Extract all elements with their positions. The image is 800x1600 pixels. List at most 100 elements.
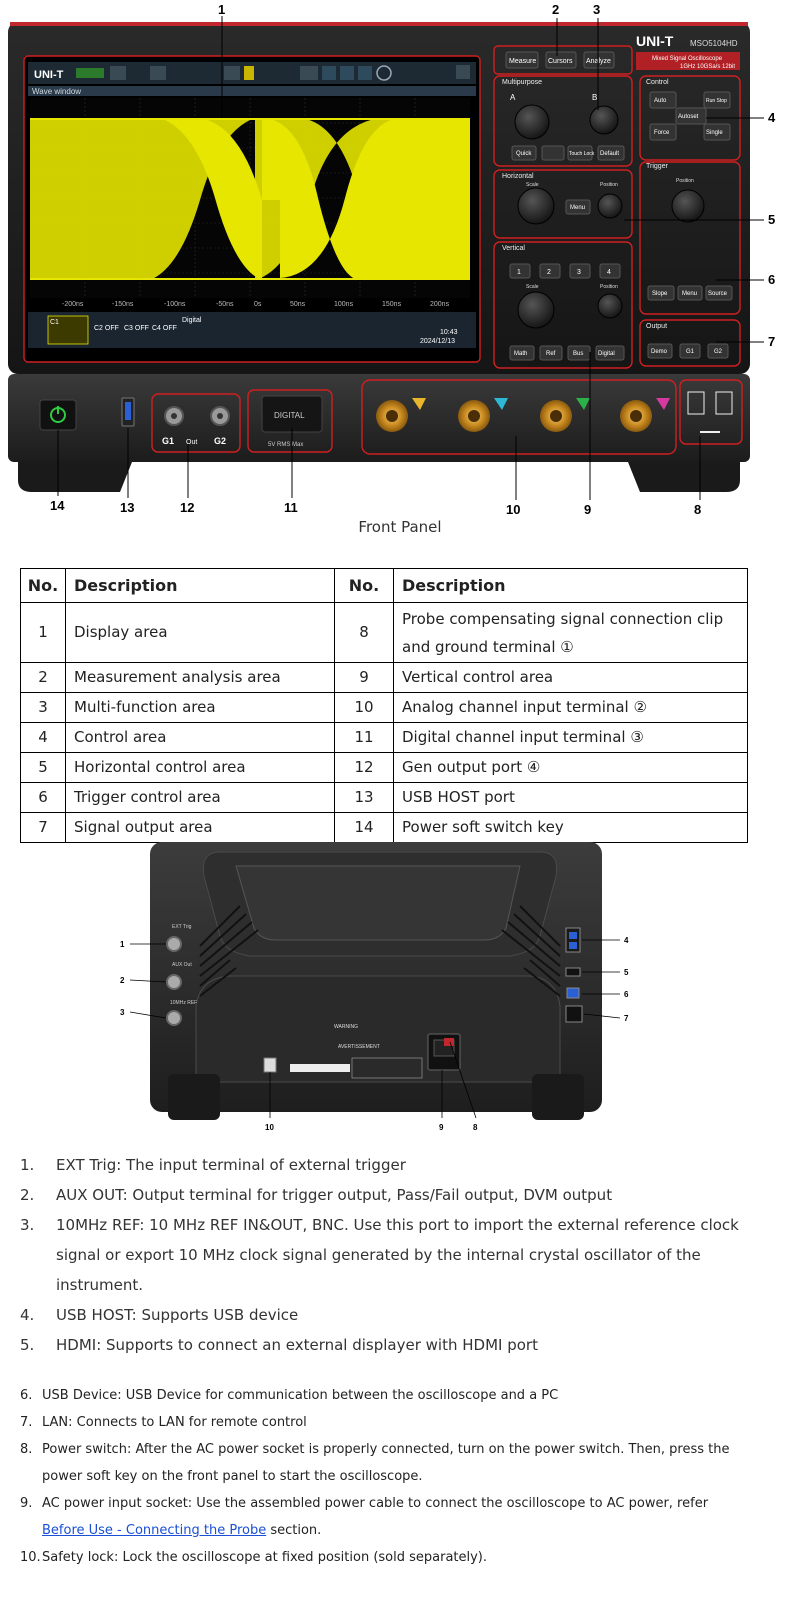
x-axis-ticks: -200ns -150ns -100ns -50ns 0s 50ns 100ns… bbox=[62, 301, 450, 308]
svg-text:Position: Position bbox=[600, 284, 618, 290]
svg-text:-50ns: -50ns bbox=[216, 301, 234, 308]
table-cell-description: Multi-function area bbox=[65, 692, 335, 723]
svg-text:Multipurpose: Multipurpose bbox=[502, 79, 542, 86]
svg-text:Digital: Digital bbox=[598, 351, 615, 357]
svg-text:Menu: Menu bbox=[570, 205, 585, 211]
rear-port-list-primary: 1.EXT Trig: The input terminal of extern… bbox=[0, 1150, 776, 1360]
svg-text:Force: Force bbox=[654, 130, 670, 136]
list-number: 7. bbox=[20, 1415, 33, 1430]
svg-text:Auto: Auto bbox=[654, 98, 667, 104]
svg-text:DIGITAL: DIGITAL bbox=[274, 411, 305, 420]
callout-9: 9 bbox=[584, 502, 592, 517]
table-cell-no: 10 bbox=[334, 692, 394, 723]
table-cell-no: 6 bbox=[20, 782, 66, 813]
table-cell-description: USB HOST port bbox=[393, 782, 748, 813]
svg-text:G1: G1 bbox=[162, 436, 174, 446]
list-text: section. bbox=[266, 1523, 322, 1538]
svg-text:Run Stop: Run Stop bbox=[706, 98, 727, 104]
svg-text:Output: Output bbox=[646, 323, 667, 330]
svg-text:Analyze: Analyze bbox=[586, 58, 611, 65]
table-cell-description: Power soft switch key bbox=[393, 812, 748, 843]
table-row: 6 Trigger control area 13 USB HOST port bbox=[20, 782, 748, 813]
list-text: HDMI: Supports to connect an external di… bbox=[56, 1336, 538, 1354]
table-cell-description: Probe compensating signal connection cli… bbox=[393, 602, 748, 663]
table-cell-description: Control area bbox=[65, 722, 335, 753]
svg-text:7: 7 bbox=[624, 1014, 629, 1023]
callout-6: 6 bbox=[768, 272, 776, 287]
col-header-no: No. bbox=[334, 568, 394, 603]
list-item: 7.LAN: Connects to LAN for remote contro… bbox=[0, 1409, 742, 1436]
svg-text:4: 4 bbox=[624, 936, 629, 945]
svg-text:B: B bbox=[592, 93, 597, 102]
table-row: 2 Measurement analysis area 9 Vertical c… bbox=[20, 662, 748, 693]
region-display bbox=[23, 55, 481, 363]
list-text: AC power input socket: Use the assembled… bbox=[42, 1496, 709, 1511]
list-item: 6. USB Device: USB Device for communicati… bbox=[0, 1382, 742, 1409]
wave-window-label: Wave window bbox=[32, 87, 81, 96]
svg-text:10: 10 bbox=[265, 1123, 274, 1132]
hdmi-port bbox=[565, 967, 581, 977]
list-number: 4. bbox=[20, 1306, 35, 1324]
svg-text:Default: Default bbox=[600, 151, 619, 157]
analog-inputs bbox=[376, 398, 670, 432]
svg-text:10MHz REF: 10MHz REF bbox=[170, 1000, 197, 1006]
col-header-description: Description bbox=[65, 568, 335, 603]
region-trigger bbox=[639, 161, 741, 315]
table-cell-description: Horizontal control area bbox=[65, 752, 335, 783]
callout-12: 12 bbox=[180, 500, 195, 515]
screen-brand: UNI-T bbox=[34, 69, 64, 81]
table-cell-description: Signal output area bbox=[65, 812, 335, 843]
list-item: 9.AC power input socket: Use the assembl… bbox=[0, 1490, 742, 1544]
list-text: USB Device: USB Device for communication… bbox=[42, 1388, 559, 1403]
list-number: 3. bbox=[20, 1216, 35, 1234]
region-multipurpose bbox=[493, 75, 633, 167]
svg-text:Vertical: Vertical bbox=[502, 245, 525, 252]
list-text: AUX OUT: Output terminal for trigger out… bbox=[56, 1186, 613, 1204]
svg-text:5V RMS Max: 5V RMS Max bbox=[268, 442, 303, 448]
svg-text:8: 8 bbox=[473, 1123, 478, 1132]
svg-text:2024/12/13: 2024/12/13 bbox=[420, 338, 455, 345]
svg-text:C2 OFF: C2 OFF bbox=[94, 325, 119, 332]
svg-text:Ref: Ref bbox=[546, 351, 556, 357]
svg-text:3: 3 bbox=[120, 1008, 125, 1017]
lan-port bbox=[565, 1005, 583, 1023]
callout-10: 10 bbox=[506, 502, 521, 517]
svg-text:Demo: Demo bbox=[651, 349, 668, 355]
description-table: No. Description No. Description 1 Displa… bbox=[20, 568, 748, 843]
svg-text:1GHz 10GSa/s 12bit: 1GHz 10GSa/s 12bit bbox=[680, 64, 735, 70]
svg-text:Mixed Signal Oscilloscope: Mixed Signal Oscilloscope bbox=[652, 56, 723, 62]
svg-text:Bus: Bus bbox=[573, 351, 583, 357]
svg-text:-150ns: -150ns bbox=[112, 301, 134, 308]
svg-text:Single: Single bbox=[706, 130, 723, 136]
col-header-description: Description bbox=[393, 568, 748, 603]
before-use-link[interactable]: Before Use - Connecting the Probe bbox=[42, 1523, 267, 1538]
svg-text:5: 5 bbox=[624, 968, 629, 977]
region-gen bbox=[151, 393, 241, 453]
list-item: 1.EXT Trig: The input terminal of extern… bbox=[0, 1150, 776, 1180]
svg-text:Math: Math bbox=[514, 351, 527, 357]
table-cell-description: Gen output port ④ bbox=[393, 752, 748, 783]
svg-text:Touch Lock: Touch Lock bbox=[569, 151, 595, 157]
svg-text:Out: Out bbox=[186, 439, 197, 446]
table-header-row: No. Description No. Description bbox=[20, 568, 748, 603]
svg-text:50ns: 50ns bbox=[290, 301, 306, 308]
front-panel-illustration: UNI-T Wave window -200ns -150ns -100ns -… bbox=[8, 16, 764, 500]
rear-port-list-secondary: 6. USB Device: USB Device for communicati… bbox=[0, 1382, 742, 1571]
svg-text:4: 4 bbox=[607, 269, 611, 276]
region-horizontal bbox=[493, 169, 633, 239]
callout-4: 4 bbox=[768, 110, 776, 125]
svg-text:Control: Control bbox=[646, 79, 669, 86]
table-cell-no: 8 bbox=[334, 602, 394, 663]
svg-text:Slope: Slope bbox=[652, 291, 668, 297]
table-cell-no: 2 bbox=[20, 662, 66, 693]
svg-text:WARNING: WARNING bbox=[334, 1024, 358, 1030]
table-cell-no: 1 bbox=[20, 602, 66, 663]
region-analog bbox=[361, 379, 677, 455]
table-cell-description: Trigger control area bbox=[65, 782, 335, 813]
svg-text:AVERTISSEMENT: AVERTISSEMENT bbox=[338, 1044, 380, 1050]
svg-text:9: 9 bbox=[439, 1123, 444, 1132]
table-cell-no: 9 bbox=[334, 662, 394, 693]
list-text: 10MHz REF: 10 MHz REF IN&OUT, BNC. Use t… bbox=[56, 1216, 739, 1294]
callout-13: 13 bbox=[120, 500, 135, 515]
list-number: 6. bbox=[20, 1388, 33, 1403]
